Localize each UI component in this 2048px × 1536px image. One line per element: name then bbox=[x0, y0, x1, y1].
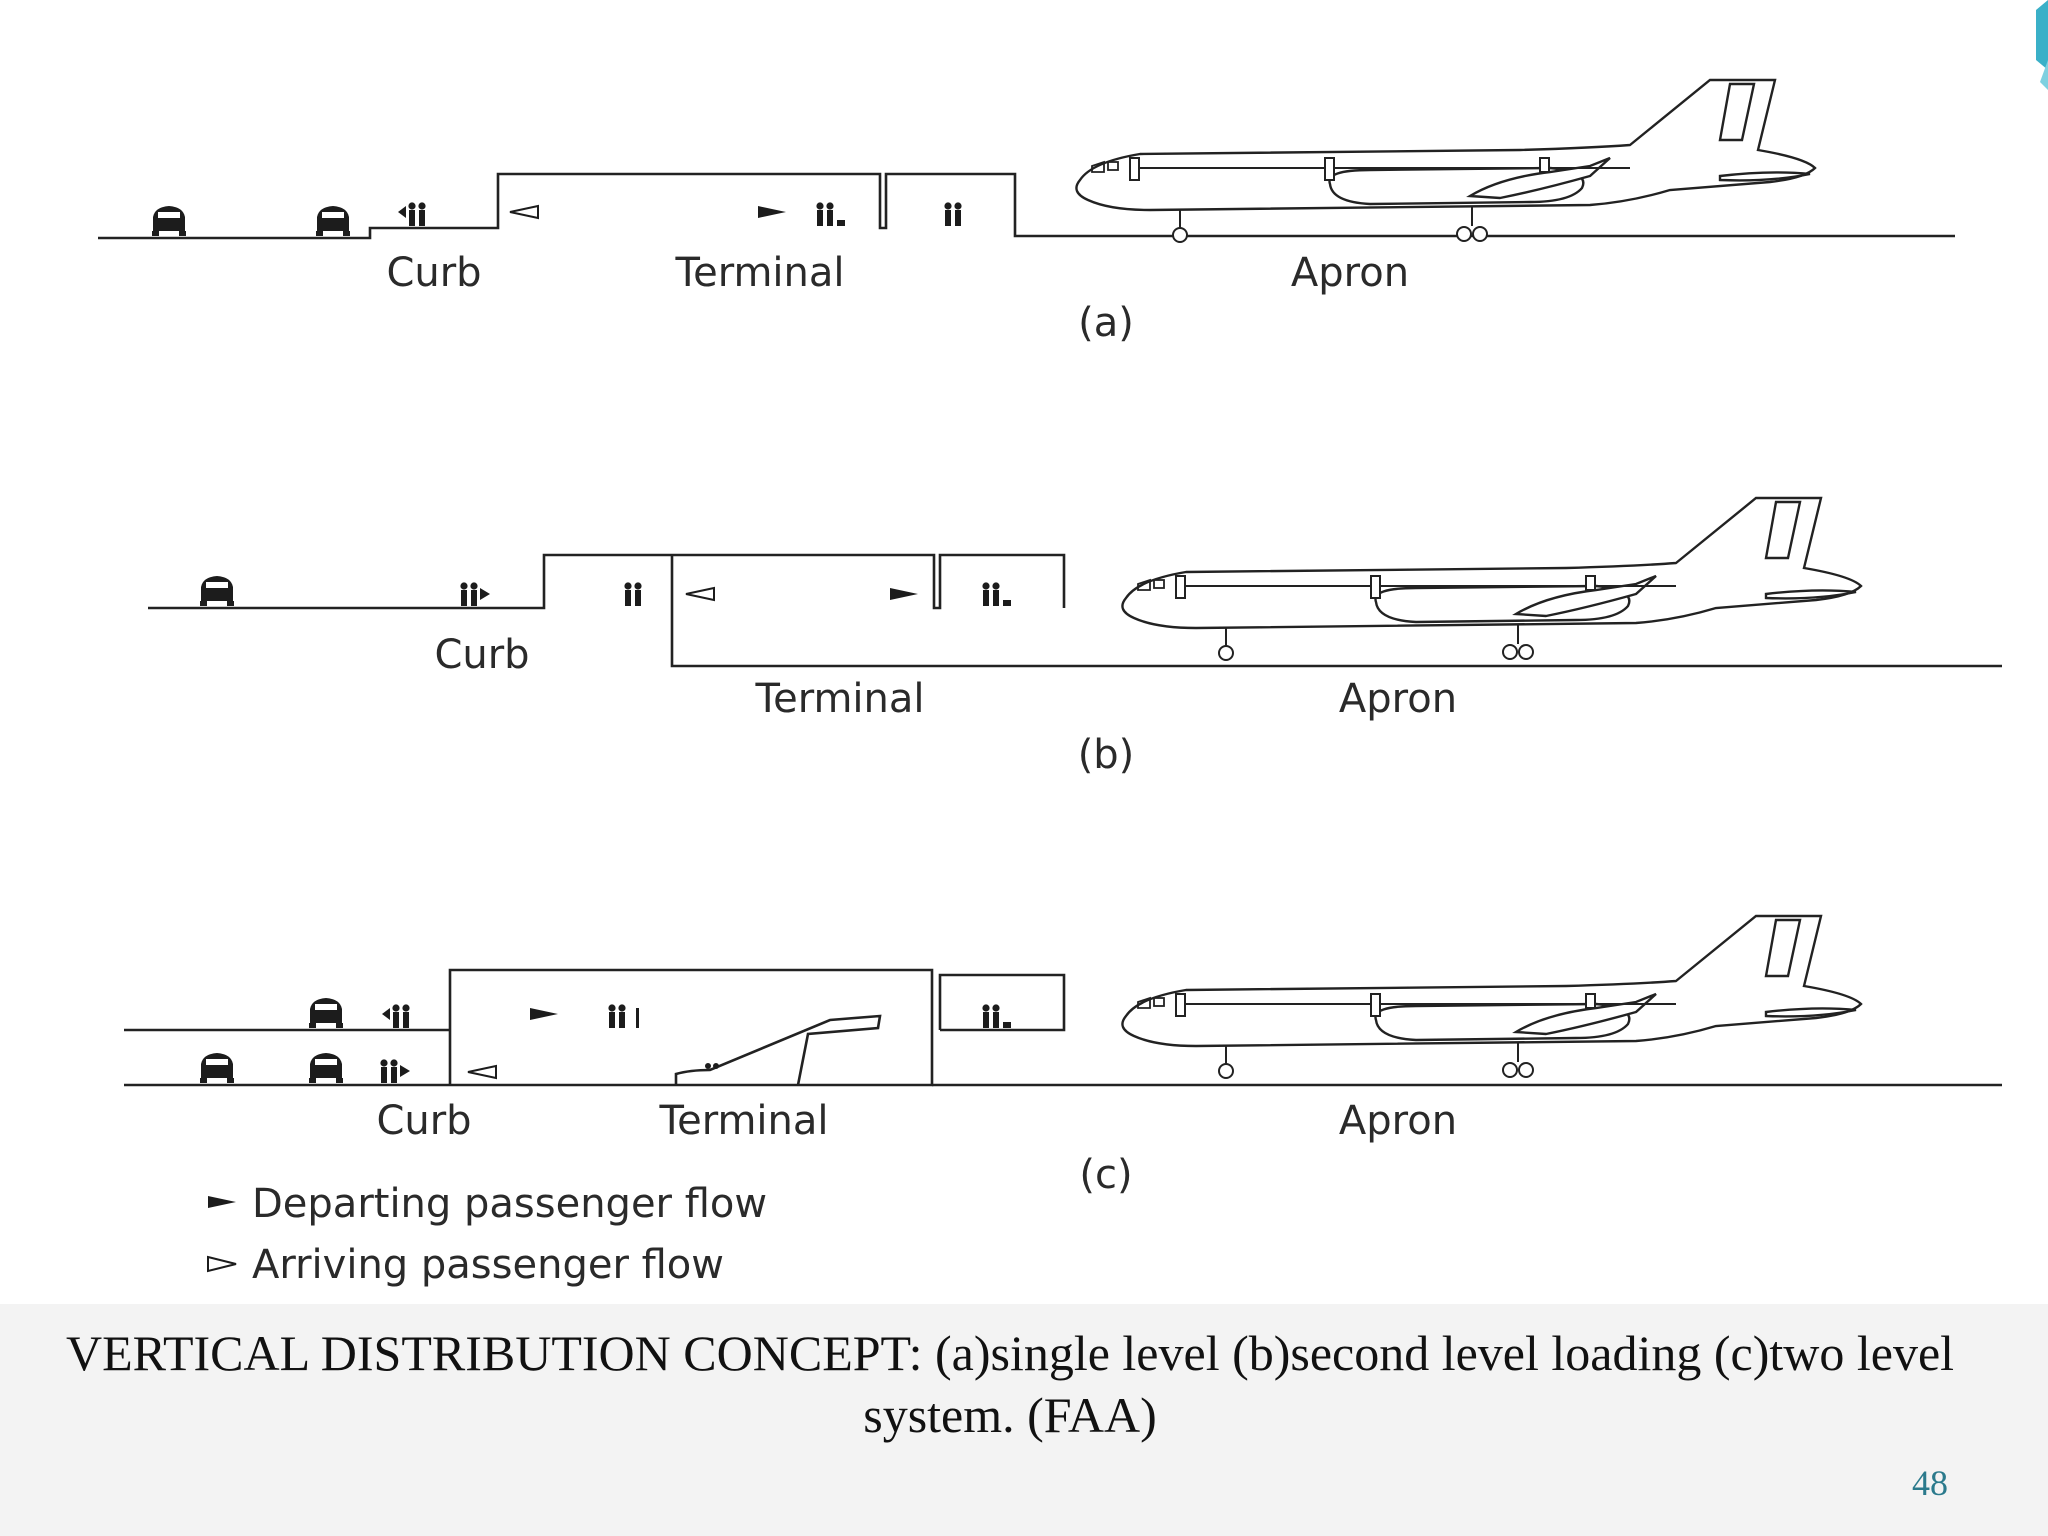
page-number: 48 bbox=[1912, 1463, 1948, 1503]
legend-item-arriving: Arriving passenger flow bbox=[207, 1242, 724, 1288]
legend-arriving-text: Arriving passenger flow bbox=[252, 1242, 724, 1288]
outline-arrow-icon bbox=[207, 1255, 237, 1273]
passenger-group-icon bbox=[705, 1063, 719, 1069]
passenger-group-icon bbox=[382, 1004, 410, 1028]
slide-caption: VERTICAL DISTRIBUTION CONCEPT: (a)single… bbox=[65, 1325, 1955, 1443]
curb-label: Curb bbox=[376, 1098, 471, 1144]
departing-flow-icon bbox=[890, 588, 918, 600]
apron-label: Apron bbox=[1339, 1098, 1457, 1144]
passenger-group-icon bbox=[816, 202, 845, 226]
arriving-flow-icon bbox=[509, 205, 539, 219]
curb-label: Curb bbox=[386, 250, 481, 296]
airplane-icon bbox=[1121, 496, 1863, 662]
passenger-group-icon bbox=[982, 1004, 1011, 1028]
car-icon bbox=[309, 998, 343, 1028]
panel-c: Curb Terminal Apron (c) bbox=[124, 914, 2002, 1198]
terminal-label: Terminal bbox=[674, 250, 844, 296]
departing-flow-icon bbox=[530, 1008, 558, 1020]
legend-departing-text: Departing passenger flow bbox=[252, 1181, 767, 1227]
car-icon bbox=[200, 576, 234, 606]
vertical-distribution-diagram: Curb Terminal Apron (a) Curb Terminal Ap… bbox=[98, 78, 2002, 1288]
legend: Departing passenger flow Arriving passen… bbox=[207, 1181, 767, 1288]
passenger-group-icon bbox=[460, 582, 490, 606]
legend-item-departing: Departing passenger flow bbox=[208, 1181, 767, 1227]
panel-label: (c) bbox=[1079, 1152, 1132, 1198]
panel-label: (b) bbox=[1078, 732, 1135, 778]
panel-label: (a) bbox=[1078, 300, 1134, 346]
arriving-flow-icon bbox=[467, 1065, 497, 1079]
car-icon bbox=[200, 1053, 234, 1083]
passenger-group-icon bbox=[608, 1004, 639, 1028]
car-icon bbox=[152, 206, 186, 236]
apron-label: Apron bbox=[1291, 250, 1409, 296]
arriving-flow-icon bbox=[685, 587, 715, 601]
passenger-group-icon bbox=[624, 582, 642, 606]
passenger-group-icon bbox=[944, 202, 962, 226]
caption-band bbox=[0, 1304, 2048, 1536]
car-icon bbox=[316, 206, 350, 236]
passenger-group-icon bbox=[398, 202, 426, 226]
passenger-group-icon bbox=[380, 1059, 410, 1083]
passenger-group-icon bbox=[982, 582, 1011, 606]
curb-label: Curb bbox=[434, 632, 529, 678]
panel-a: Curb Terminal Apron (a) bbox=[98, 78, 1955, 346]
airplane-icon bbox=[1075, 78, 1817, 244]
terminal-label: Terminal bbox=[658, 1098, 828, 1144]
panel-b: Curb Terminal Apron (b) bbox=[148, 496, 2002, 778]
airplane-icon bbox=[1121, 914, 1863, 1080]
car-icon bbox=[309, 1053, 343, 1083]
departing-flow-icon bbox=[758, 206, 786, 218]
terminal-label: Terminal bbox=[754, 676, 924, 722]
corner-accent-shape bbox=[2036, 0, 2048, 90]
filled-arrow-icon bbox=[208, 1196, 236, 1208]
apron-label: Apron bbox=[1339, 676, 1457, 722]
